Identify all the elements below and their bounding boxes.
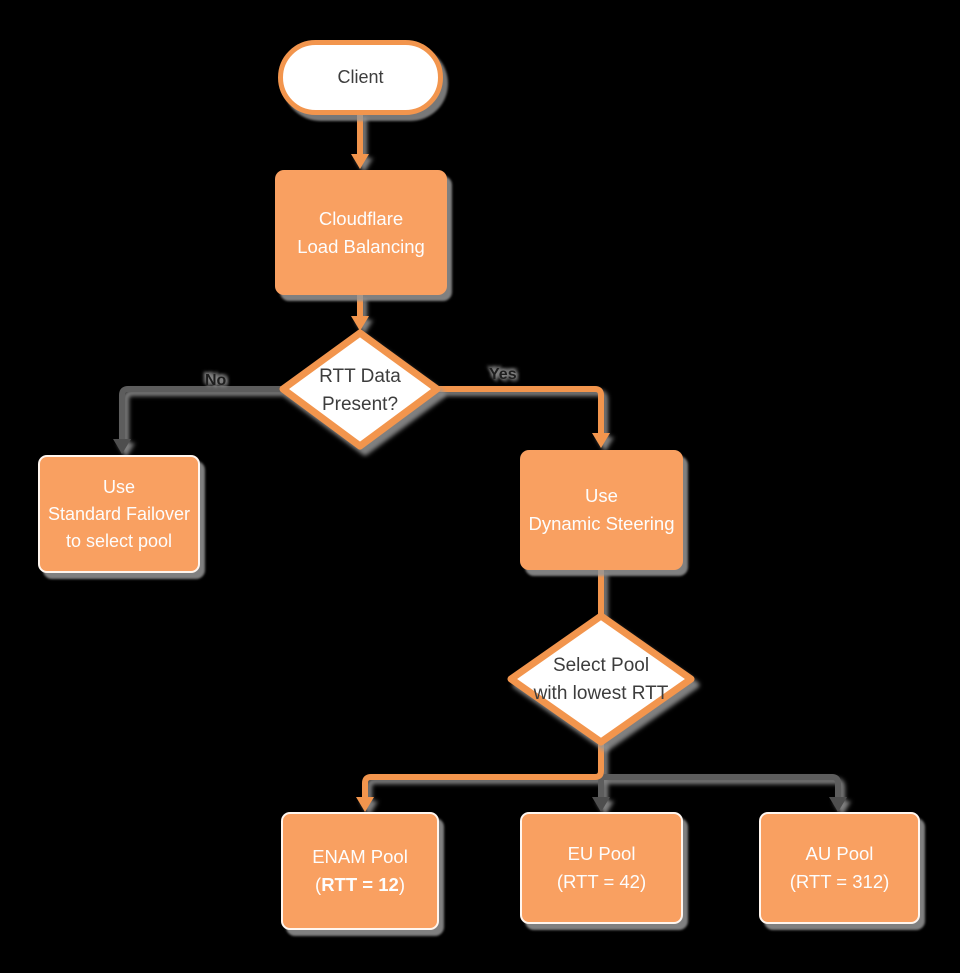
- node-dynamic-steering: Use Dynamic Steering: [520, 450, 683, 570]
- rtt-decision-label: RTT Data Present?: [319, 366, 401, 415]
- enam-paren-open: (: [315, 874, 322, 895]
- node-load-balancing-label: Cloudflare Load Balancing: [297, 207, 425, 257]
- node-au-pool-rtt: (RTT = 312): [789, 871, 890, 892]
- rtt-decision-diamond-shape: [279, 329, 441, 450]
- node-au-pool: AU Pool (RTT = 312): [759, 812, 920, 924]
- arrowhead-select-to-eu: [592, 797, 610, 812]
- node-standard-failover-label: Use Standard Failover to select pool: [47, 476, 191, 551]
- arrowhead-lb-to-rtt: [351, 316, 369, 331]
- arrowhead-rtt-yes: [592, 433, 610, 448]
- node-eu-pool: EU Pool (RTT = 42): [520, 812, 683, 924]
- enam-rtt-value: RTT = 12: [321, 874, 399, 895]
- node-eu-pool-rtt: (RTT = 42): [556, 871, 647, 892]
- node-dynamic-steering-label: Use Dynamic Steering: [528, 485, 675, 534]
- node-client: Client: [278, 40, 443, 115]
- arrowhead-client-to-lb: [351, 154, 369, 169]
- node-client-label: Client: [337, 67, 384, 87]
- node-load-balancing: Cloudflare Load Balancing: [275, 170, 447, 295]
- arrowhead-select-to-au: [829, 797, 847, 812]
- select-pool-label: Select Pool with lowest RTT: [533, 655, 669, 704]
- edge-label-yes: Yes: [489, 366, 517, 383]
- arrowhead-rtt-no: [113, 439, 131, 454]
- node-standard-failover: Use Standard Failover to select pool: [38, 455, 200, 573]
- select-pool-diamond-shape: [507, 612, 695, 746]
- edge-rtt-yes: [436, 386, 604, 434]
- edge-select-to-enam: [362, 741, 604, 799]
- enam-paren-close: ): [398, 874, 405, 895]
- arrowhead-select-to-enam: [356, 797, 374, 812]
- node-eu-pool-text: EU Pool (RTT = 42): [557, 840, 646, 896]
- node-enam-pool-rtt: (RTT = 12): [312, 871, 408, 899]
- edge-select-to-au: [601, 774, 841, 799]
- node-au-pool-name: AU Pool: [805, 843, 874, 865]
- edge-label-no: No: [205, 372, 227, 389]
- node-enam-pool: ENAM Pool (RTT = 12): [281, 812, 439, 930]
- node-au-pool-text: AU Pool (RTT = 312): [790, 840, 890, 896]
- node-eu-pool-name: EU Pool: [567, 843, 636, 865]
- node-enam-pool-text: ENAM Pool (RTT = 12): [312, 843, 408, 899]
- node-enam-pool-name: ENAM Pool: [312, 846, 408, 868]
- edge-rtt-no: [119, 386, 284, 441]
